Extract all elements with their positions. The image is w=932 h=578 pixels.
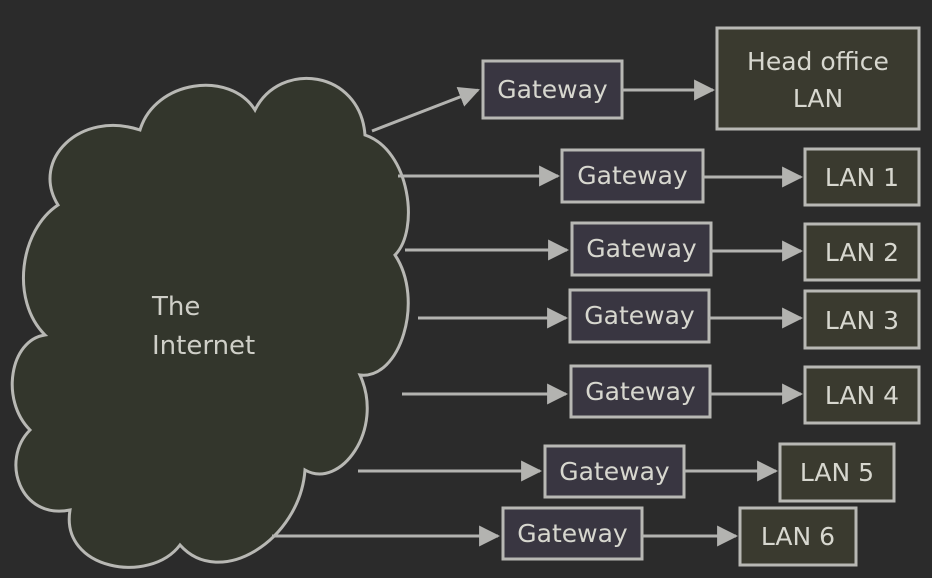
lan-4-label: LAN 4 [825, 381, 899, 410]
gateway-1: Gateway [560, 148, 705, 204]
lan-2: LAN 2 [803, 222, 921, 282]
cloud-label-line2: Internet [152, 331, 255, 361]
lan-5-label: LAN 5 [800, 458, 874, 487]
lan-3: LAN 3 [803, 289, 921, 350]
gateway-label: Gateway [559, 457, 670, 486]
lan-4: LAN 4 [803, 365, 921, 425]
gateway-head-office: Gateway [481, 59, 624, 120]
gateway-label: Gateway [584, 301, 695, 330]
gateway-label: Gateway [517, 519, 628, 548]
gateway-2: Gateway [570, 221, 713, 277]
gateway-label: Gateway [577, 161, 688, 190]
lan-5: LAN 5 [778, 442, 896, 503]
gateway-3: Gateway [568, 288, 711, 344]
gateway-label: Gateway [586, 234, 697, 263]
lan-3-label: LAN 3 [825, 306, 899, 335]
gateway-5: Gateway [543, 444, 686, 499]
head-office-label-line1: Head office [747, 47, 889, 76]
internet-cloud: The Internet [10, 76, 410, 569]
gateway-label: Gateway [497, 75, 608, 104]
cloud-shape [10, 76, 410, 569]
gateway-label: Gateway [585, 377, 696, 406]
lan-6-label: LAN 6 [761, 522, 835, 551]
arrow-cloud-to-gateway-head [371, 87, 480, 133]
gateway-4: Gateway [569, 364, 712, 419]
cloud-label-line1: The [151, 292, 200, 322]
gateway-6: Gateway [501, 506, 644, 561]
lan-1-label: LAN 1 [825, 163, 899, 192]
lan-1: LAN 1 [803, 147, 921, 207]
head-office-lan: Head office LAN [715, 26, 921, 131]
lan-2-label: LAN 2 [825, 238, 899, 267]
lan-6: LAN 6 [738, 506, 858, 567]
head-office-label-line2: LAN [793, 84, 843, 113]
